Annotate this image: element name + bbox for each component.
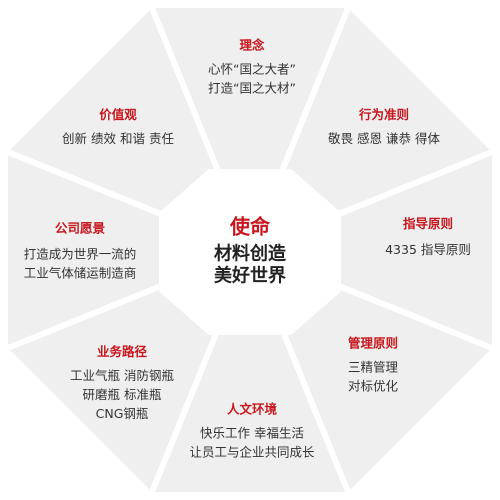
segment-line: 敬畏 感恩 谦恭 得体	[328, 131, 440, 146]
segment-title: 公司愿景	[54, 220, 106, 236]
segment-guiding-principles: 指导原则 4335 指导原则	[385, 213, 471, 259]
segment-business-path: 业务路径 工业气瓶 消防钢瓶 研磨瓶 标准瓶 CNG钢瓶	[70, 341, 174, 423]
segment-culture-environment: 人文环境 快乐工作 幸福生活 让员工与企业共同成长	[189, 399, 314, 462]
segment-code-of-conduct: 行为准则 敬畏 感恩 谦恭 得体	[328, 104, 440, 148]
segment-title: 业务路径	[96, 344, 148, 359]
segment-line: 工业气体储运制造商	[23, 265, 137, 281]
segment-title: 理念	[239, 37, 265, 53]
center-octagon	[159, 169, 341, 335]
segment-line: 研磨瓶 标准瓶	[82, 387, 162, 402]
segment-line: 工业气瓶 消防钢瓶	[70, 368, 174, 383]
segment-line: 快乐工作 幸福生活	[200, 425, 304, 441]
segment-line: 4335 指导原则	[385, 242, 471, 257]
center-block: 使命 材料创造 美好世界	[214, 211, 286, 288]
segment-philosophy: 理念 心怀“国之大者” 打造“国之大材”	[208, 35, 296, 98]
segment-line: CNG钢瓶	[95, 406, 149, 421]
segment-line: 创新 绩效 和谐 责任	[62, 131, 174, 146]
segment-title: 行为准则	[358, 107, 410, 122]
segment-line: 打造成为世界一流的	[23, 246, 137, 262]
segment-management-principles: 管理原则 三精管理 对标优化	[348, 333, 398, 396]
segment-values: 价值观 创新 绩效 和谐 责任	[62, 104, 174, 148]
segment-title: 管理原则	[347, 335, 399, 351]
segment-title: 价值观	[99, 107, 137, 122]
segment-line: 打造“国之大材”	[208, 80, 296, 96]
segment-title: 指导原则	[402, 216, 454, 231]
center-line: 美好世界	[214, 265, 286, 287]
segment-title: 人文环境	[226, 401, 278, 417]
segment-line: 三精管理	[347, 359, 399, 375]
segment-line: 对标优化	[347, 378, 399, 394]
center-title: 使命	[230, 214, 270, 239]
segment-line: 让员工与企业共同成长	[189, 444, 315, 460]
segment-line: 心怀“国之大者”	[208, 61, 296, 77]
segment-company-vision: 公司愿景 打造成为世界一流的 工业气体储运制造商	[24, 218, 137, 283]
center-line: 材料创造	[214, 243, 286, 265]
